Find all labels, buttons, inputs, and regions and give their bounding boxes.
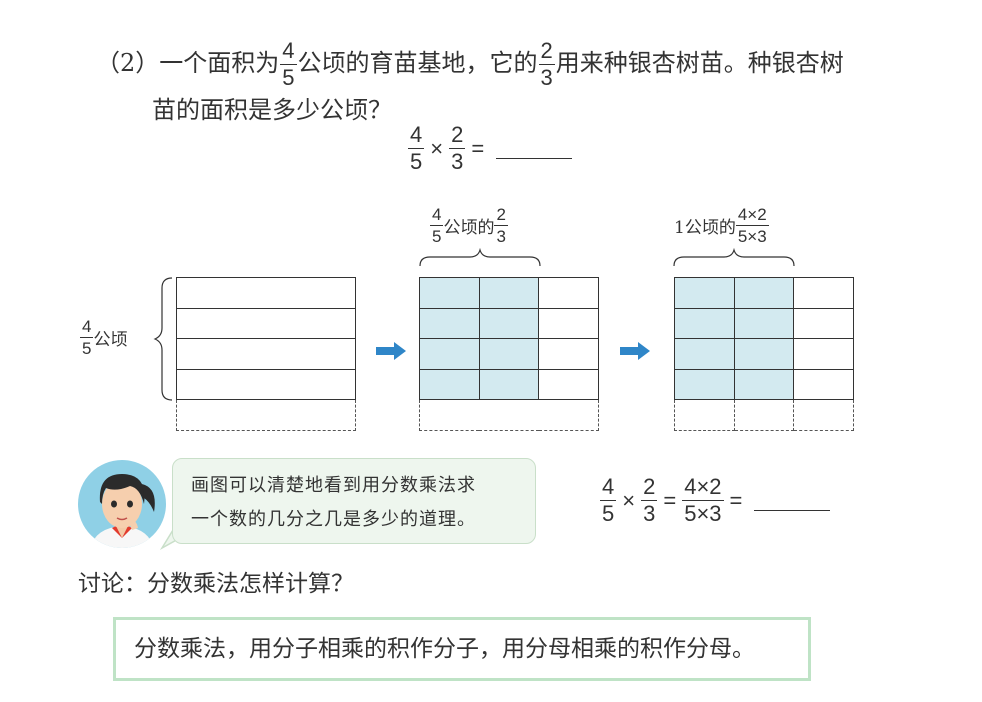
speech-bubble: 画图可以清楚地看到用分数乘法求 一个数的几分之几是多少的道理。 bbox=[172, 458, 536, 544]
grid-cell-shaded bbox=[478, 307, 540, 340]
grid-cell bbox=[538, 277, 599, 309]
grid-cell-shaded bbox=[733, 338, 795, 370]
grid-cell-shaded bbox=[733, 368, 795, 401]
arrow-right-icon bbox=[376, 342, 406, 360]
grid-cell bbox=[793, 338, 854, 370]
grid-cell bbox=[538, 338, 599, 370]
left-brace bbox=[153, 277, 173, 401]
grid-cell-shaded bbox=[478, 368, 540, 401]
question-text-3: 用来种银杏树苗。种银杏树 bbox=[555, 49, 844, 77]
question-line-2: 苗的面积是多少公顷？ bbox=[152, 96, 392, 124]
grid-cell bbox=[176, 338, 356, 370]
grid-right bbox=[674, 277, 854, 431]
grid-cell-dashed bbox=[793, 399, 854, 431]
bubble-line-2: 一个数的几分之几是多少的道理。 bbox=[191, 509, 476, 530]
right-brace bbox=[673, 248, 795, 267]
grid-cell-shaded bbox=[478, 338, 540, 370]
grid-cell-shaded bbox=[674, 307, 735, 340]
grid-cell-dashed bbox=[733, 399, 795, 431]
grid-cell-shaded bbox=[674, 277, 735, 309]
grid-cell-shaded bbox=[478, 277, 540, 309]
grid-cell bbox=[176, 307, 356, 340]
grid-cell-dashed bbox=[419, 399, 599, 431]
arrow-right-icon bbox=[620, 342, 650, 360]
grid-cell bbox=[793, 277, 854, 309]
grid-cell-shaded bbox=[419, 338, 480, 370]
grid-cell-shaded bbox=[674, 368, 735, 401]
grid-cell bbox=[176, 368, 356, 401]
eq1-times: × bbox=[430, 135, 444, 161]
grid-cell-shaded bbox=[419, 277, 480, 309]
grid-cell-shaded bbox=[674, 338, 735, 370]
middle-brace bbox=[419, 248, 541, 267]
eq2-times: × bbox=[622, 487, 636, 513]
question-text-2: 公顷的育苗基地，它的 bbox=[297, 49, 538, 77]
grid-cell-shaded bbox=[733, 307, 795, 340]
eq2-equals: = bbox=[663, 487, 677, 513]
eq1-answer-blank[interactable] bbox=[496, 138, 573, 159]
bubble-line-1: 画图可以清楚地看到用分数乘法求 bbox=[191, 475, 476, 496]
grid-cell bbox=[176, 277, 356, 309]
rule-box: 分数乘法，用分子相乘的积作分子，用分母相乘的积作分母。 bbox=[113, 617, 811, 681]
grid-cell bbox=[793, 307, 854, 340]
question-number: （2） bbox=[96, 49, 160, 77]
grid-cell bbox=[793, 368, 854, 401]
rule-text: 分数乘法，用分子相乘的积作分子，用分母相乘的积作分母。 bbox=[134, 636, 755, 662]
discussion-prompt: 讨论：分数乘法怎样计算？ bbox=[78, 571, 354, 597]
grid-cell-dashed bbox=[674, 399, 735, 431]
grid-cell-dashed bbox=[176, 399, 356, 431]
grid-left bbox=[176, 277, 356, 431]
grid-cell bbox=[538, 368, 599, 401]
question-text-1: 一个面积为 bbox=[159, 49, 280, 77]
eq1-equals: = bbox=[471, 135, 485, 161]
eq2-equals-2: = bbox=[729, 487, 743, 513]
grid-cell-shaded bbox=[419, 307, 480, 340]
grid-cell bbox=[538, 307, 599, 340]
grid-middle bbox=[419, 277, 599, 431]
girl-avatar bbox=[78, 460, 166, 548]
grid-cell-shaded bbox=[419, 368, 480, 401]
grid-cell-shaded bbox=[733, 277, 795, 309]
eq2-answer-blank[interactable] bbox=[754, 490, 831, 511]
